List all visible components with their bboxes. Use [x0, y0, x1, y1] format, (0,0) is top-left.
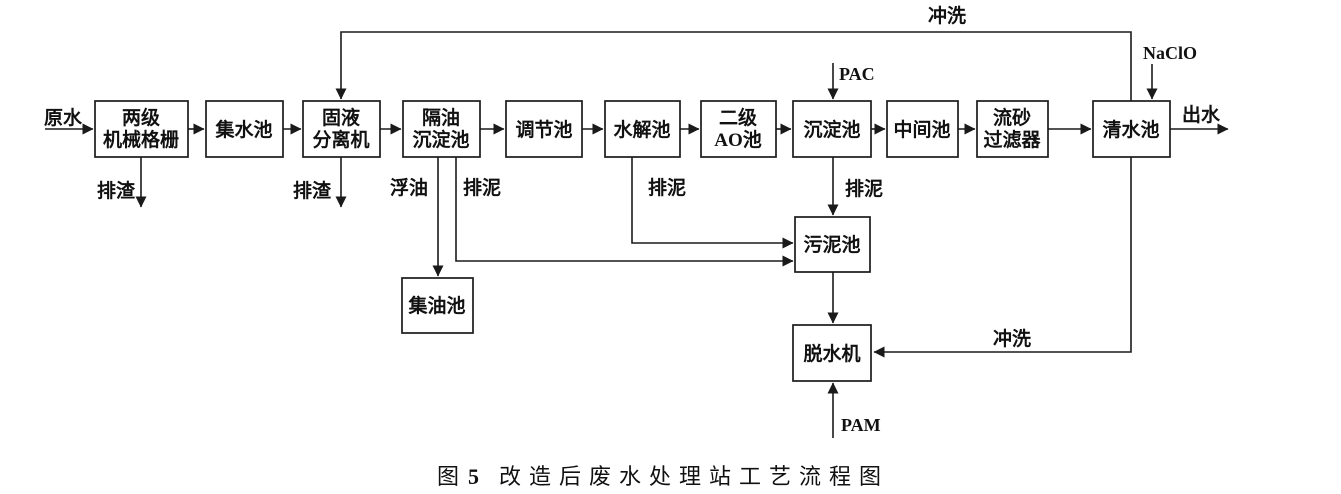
node-label-intermediate-tank: 中间池 [893, 118, 950, 141]
flow-label-flush-top: 冲洗 [928, 4, 966, 27]
flow-label-slag-mid: 排渣 [293, 179, 332, 202]
node-box-collecting-tank [205, 100, 284, 158]
node-label-bar-screen: 两级机械格栅 [103, 106, 179, 151]
flow-label-flush-bottom: 冲洗 [993, 327, 1031, 350]
flow-label-sludge-from-sedimentation: 排泥 [845, 177, 883, 200]
node-box-oil-separation-tank [402, 100, 481, 158]
node-label-hydrolysis-tank: 水解池 [613, 118, 670, 141]
flow-label-sludge-from-oil-tank: 排泥 [463, 176, 501, 199]
node-box-bar-screen [94, 100, 189, 158]
node-box-solid-liquid-separator [302, 100, 381, 158]
line-flush-bottom [873, 157, 1132, 358]
node-box-clear-water-tank [1092, 100, 1171, 158]
node-label-clear-water-tank: 清水池 [1102, 118, 1159, 141]
flow-label-pam: PAM [841, 415, 881, 435]
node-label-dewatering-machine: 脱水机 [803, 342, 860, 365]
line-flush-top [335, 31, 1132, 101]
node-box-dewatering-machine [792, 324, 872, 382]
line-sludge-from-hydrolysis [631, 157, 794, 249]
node-label-sedimentation-tank: 沉淀池 [803, 118, 860, 141]
node-box-sand-filter [976, 100, 1049, 158]
flow-label-slag-left: 排渣 [97, 179, 136, 202]
node-label-sand-filter: 流砂过滤器 [983, 106, 1041, 151]
node-box-sludge-tank [794, 216, 871, 273]
node-label-oil-separation-tank: 隔油沉淀池 [412, 107, 469, 151]
node-label-sludge-tank: 污泥池 [803, 233, 860, 256]
flow-label-naclo: NaClO [1143, 43, 1197, 63]
flow-label-floating-oil: 浮油 [390, 176, 428, 199]
node-box-ao-tank [700, 100, 777, 158]
node-label-oil-collecting-tank: 集油池 [407, 294, 465, 317]
flow-label-out-water: 出水 [1182, 103, 1221, 126]
node-label-solid-liquid-separator: 固液分离机 [312, 106, 369, 151]
flow-label-raw-water: 原水 [44, 107, 83, 129]
flow-label-sludge-from-hydrolysis: 排泥 [648, 176, 686, 199]
line-sludge-from-oil-tank [455, 157, 794, 267]
node-box-intermediate-tank [886, 100, 959, 158]
node-box-sedimentation-tank [792, 100, 872, 158]
node-label-collecting-tank: 集水池 [214, 118, 272, 141]
flow-label-pac: PAC [839, 64, 875, 84]
node-box-oil-collecting-tank [401, 277, 474, 334]
node-label-regulating-tank: 调节池 [515, 118, 572, 141]
node-box-hydrolysis-tank [604, 100, 681, 158]
node-box-regulating-tank [505, 100, 583, 158]
